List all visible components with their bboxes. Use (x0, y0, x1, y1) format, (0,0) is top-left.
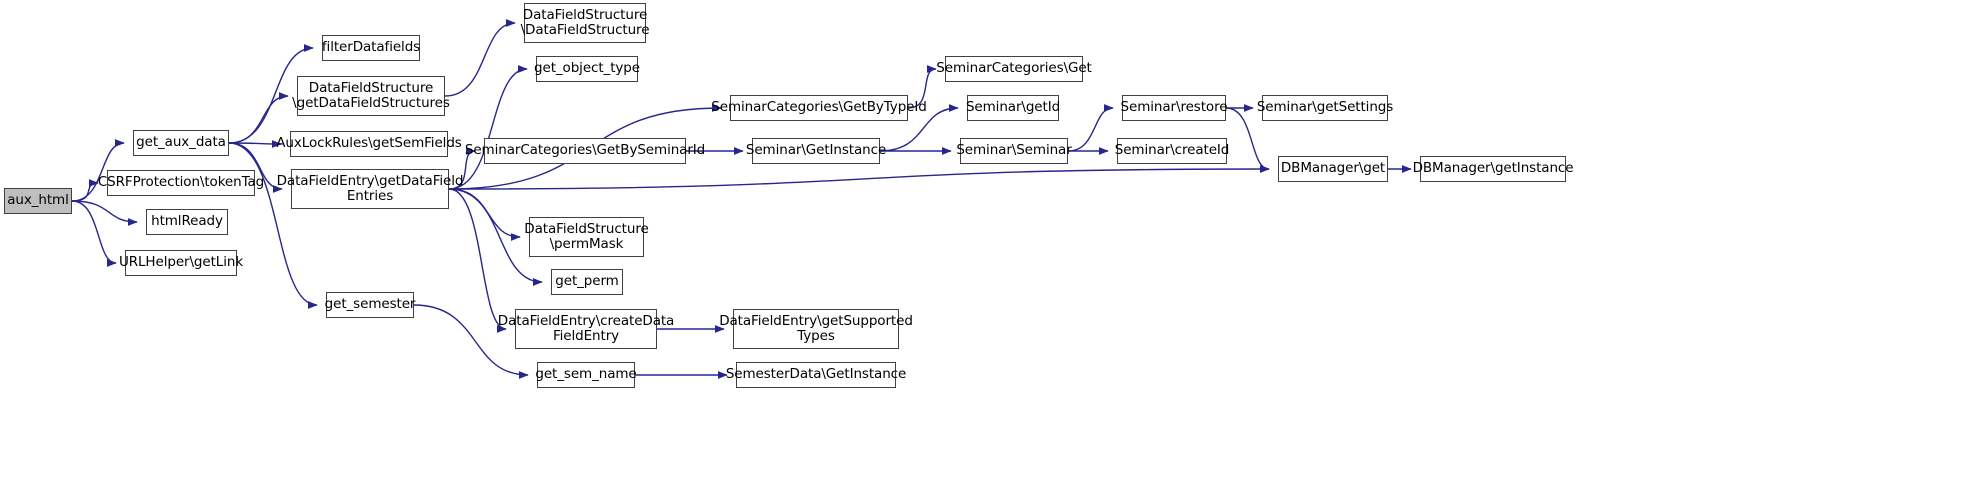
graph-node-seminar-seminar[interactable]: Seminar\Seminar (956, 138, 1072, 164)
edge-dfe_getDataFieldEntries-to-dbmanager_get (448, 165, 1270, 190)
graph-node-filterdatafields[interactable]: filterDatafields (322, 35, 420, 61)
graph-node-get-sem-name[interactable]: get_sem_name (535, 362, 637, 388)
edge-get_aux_data-to-auxlockrules_getSemFields (228, 139, 282, 148)
graph-node-dfe-getsupportedtypes[interactable]: DataFieldEntry\getSupported Types (719, 309, 913, 349)
graph-node-urlhelper-getlink[interactable]: URLHelper\getLink (119, 250, 243, 276)
graph-node-sc-get[interactable]: SeminarCategories\Get (936, 56, 1092, 82)
graph-node-sc-getbytypeid[interactable]: SeminarCategories\GetByTypeId (711, 95, 927, 121)
graph-node-get-aux-data[interactable]: get_aux_data (133, 130, 229, 156)
edge-dfs_getDataFieldStructures-to-dfs_DataFieldStructure (444, 19, 516, 97)
graph-node-aux-html[interactable]: aux_html (4, 188, 72, 214)
graph-node-seminar-getid[interactable]: Seminar\getId (966, 95, 1060, 121)
graph-node-dfs-permmask[interactable]: DataFieldStructure \permMask (524, 217, 649, 257)
edge-dfe_getDataFieldEntries-to-dfe_createDataFieldEntry (448, 188, 507, 333)
graph-node-get-semester[interactable]: get_semester (325, 292, 415, 318)
graph-node-dfe-getdatafieldentries[interactable]: DataFieldEntry\getDataField Entries (277, 169, 463, 209)
graph-node-dfe-createdatafieldentry[interactable]: DataFieldEntry\createData FieldEntry (498, 309, 674, 349)
edge-get_aux_data-to-get_semester (228, 142, 318, 309)
graph-node-sc-getbyseminarid[interactable]: SeminarCategories\GetBySeminarId (465, 138, 705, 164)
graph-node-seminar-createid[interactable]: Seminar\createId (1115, 138, 1229, 164)
edge-aux_html-to-urlhelper_getLink (71, 200, 117, 267)
edge-aux_html-to-csrf_tokenTag (71, 179, 99, 202)
edge-dfe_getDataFieldEntries-to-get_object_type (448, 65, 528, 190)
graph-node-seminar-getinstance[interactable]: Seminar\GetInstance (746, 138, 886, 164)
graph-node-seminar-getsettings[interactable]: Seminar\getSettings (1257, 95, 1393, 121)
graph-node-dfs-datafieldstructure[interactable]: DataFieldStructure \DataFieldStructure (521, 3, 650, 43)
graph-node-dfs-getdatafieldstructures[interactable]: DataFieldStructure \getDataFieldStructur… (292, 76, 450, 116)
graph-node-dbmanager-getinstance[interactable]: DBManager\getInstance (1413, 156, 1574, 182)
graph-node-csrf-tokentag[interactable]: CSRFProtection\tokenTag (98, 170, 264, 196)
edge-seminar_Seminar-to-seminar_restore (1067, 104, 1114, 152)
graph-node-htmlready[interactable]: htmlReady (146, 209, 228, 235)
graph-node-dbmanager-get[interactable]: DBManager\get (1278, 156, 1388, 182)
graph-node-semesterdata-getinstance[interactable]: SemesterData\GetInstance (726, 362, 906, 388)
graph-node-auxlockrules-getsemfields[interactable]: AuxLockRules\getSemFields (276, 131, 462, 157)
graph-node-get-perm[interactable]: get_perm (551, 269, 623, 295)
graph-node-get-object-type[interactable]: get_object_type (534, 56, 640, 82)
edge-aux_html-to-htmlReady (71, 200, 138, 226)
graph-node-seminar-restore[interactable]: Seminar\restore (1121, 95, 1228, 121)
